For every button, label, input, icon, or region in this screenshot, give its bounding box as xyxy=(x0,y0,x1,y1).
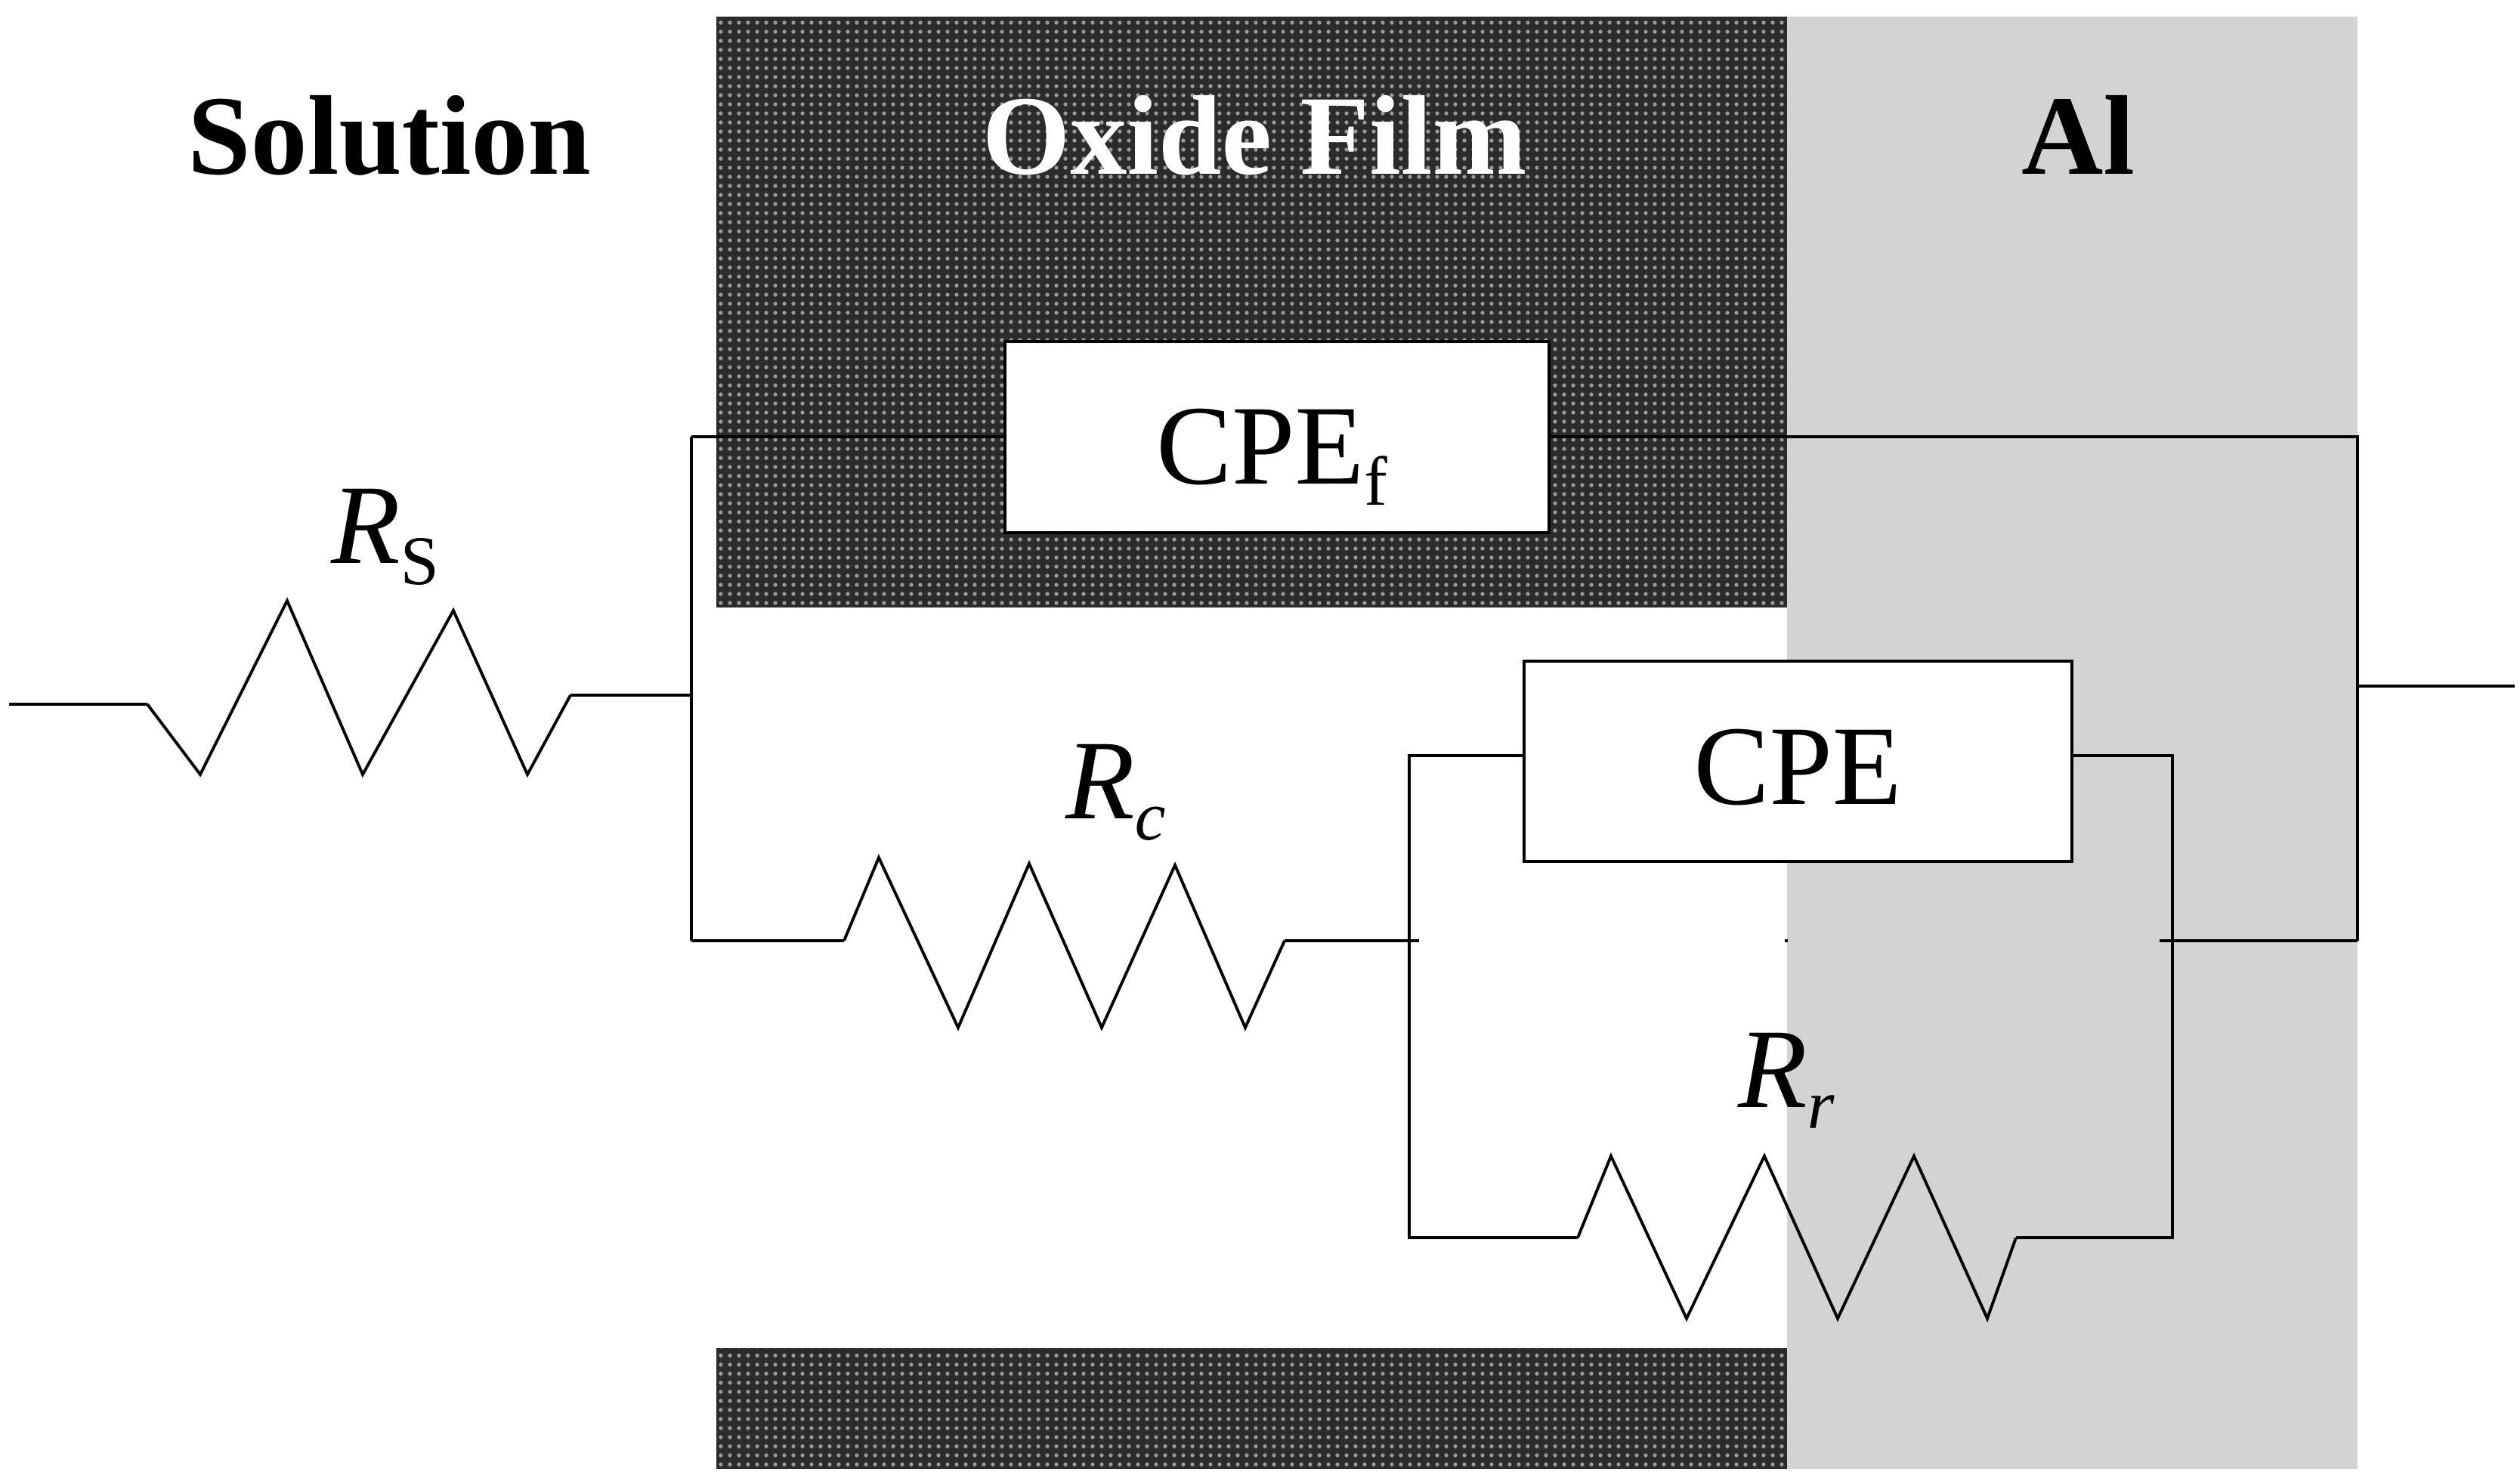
parallel-left-bus xyxy=(1408,754,1524,941)
solution-label: Solution xyxy=(187,73,591,199)
cpe-label: CPE xyxy=(1693,703,1901,829)
oxide-film-region-bottom xyxy=(716,1348,1787,1469)
parallel-left-bus-lower xyxy=(1408,941,1578,1239)
al-label: Al xyxy=(2021,73,2135,199)
cpe-box xyxy=(1523,660,2073,863)
top-branch-right-wire xyxy=(1549,435,2359,941)
rs-resistor xyxy=(146,597,572,778)
circuit-wires xyxy=(9,435,2515,1239)
parallel-right-bus xyxy=(2016,754,2174,1239)
rc-resistor xyxy=(843,854,1286,1031)
oxide-film-label: Oxide Film xyxy=(982,73,1527,199)
rr-resistor xyxy=(1576,1152,2018,1323)
cpe-f-label: CPEf xyxy=(1156,383,1387,520)
rs-label: RS xyxy=(330,462,439,599)
cpe-f-box xyxy=(1003,340,1551,534)
rr-label: Rr xyxy=(1737,1006,1835,1143)
rc-label: Rc xyxy=(1065,718,1165,855)
